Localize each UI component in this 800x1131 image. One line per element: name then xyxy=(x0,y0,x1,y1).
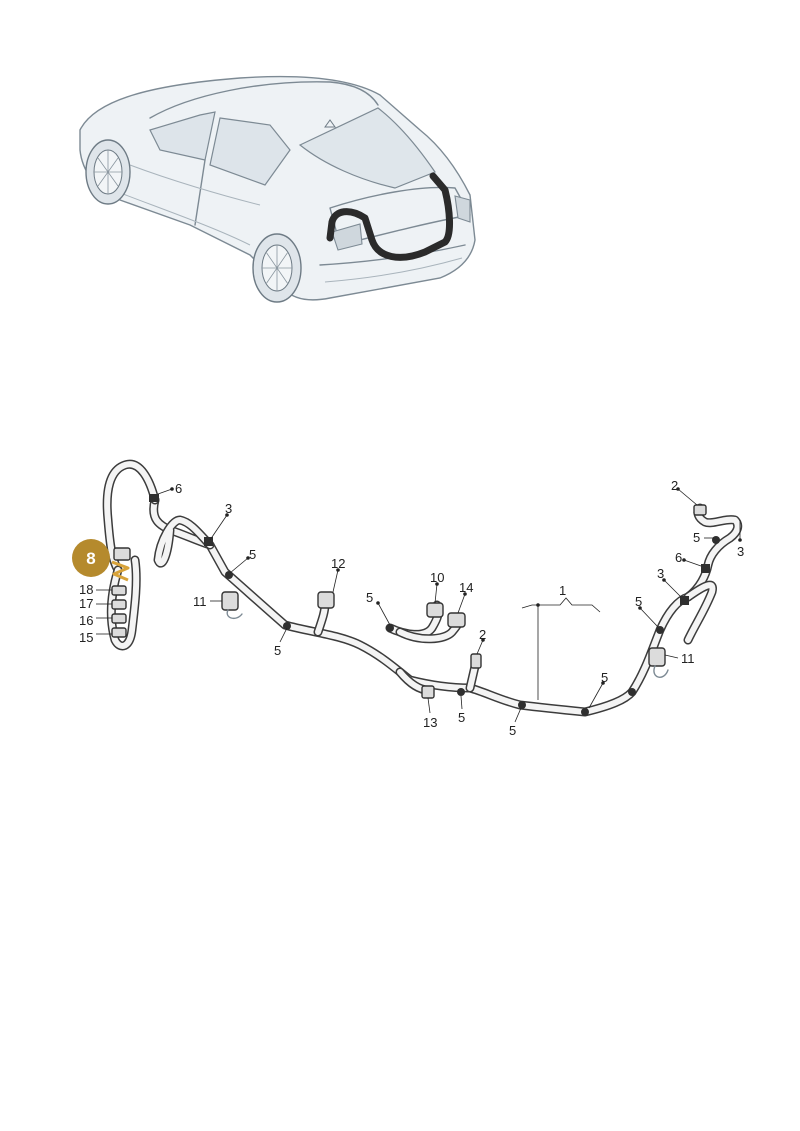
connector-18 xyxy=(111,585,127,596)
callout-3: 3 xyxy=(225,501,232,516)
clip-5 xyxy=(518,701,526,709)
car-harness-highlight xyxy=(326,172,453,261)
clip-5 xyxy=(656,626,664,634)
connector-16 xyxy=(111,613,127,624)
callout-10: 10 xyxy=(430,570,444,585)
connector-15 xyxy=(111,627,127,638)
side-window-front xyxy=(149,111,216,161)
callout-5: 5 xyxy=(458,710,465,725)
callout-18: 18 xyxy=(79,582,93,597)
callout-3: 3 xyxy=(737,544,744,559)
car-roof xyxy=(149,81,379,119)
clip-3 xyxy=(204,537,213,546)
callout-5: 5 xyxy=(693,530,700,545)
tail-lamp-left xyxy=(331,223,363,251)
callout-2: 2 xyxy=(671,478,678,493)
connector-8 xyxy=(113,547,131,561)
highlight-badge-circle xyxy=(72,539,110,577)
connector-2-center xyxy=(470,653,482,669)
sensor-11-right xyxy=(648,647,666,667)
harness-assembly xyxy=(102,459,743,717)
callout-11: 11 xyxy=(193,594,207,609)
tail-lamp-right xyxy=(454,195,471,223)
sensor-11-left-bracket xyxy=(226,609,243,620)
callout-11: 11 xyxy=(681,651,695,666)
sensor-11-right-bracket xyxy=(653,665,669,678)
callout-16: 16 xyxy=(79,613,93,628)
connector-17 xyxy=(111,599,127,610)
clip-5 xyxy=(225,571,233,579)
bumper-lower xyxy=(324,257,463,283)
connector-10 xyxy=(426,602,444,618)
callout-6: 6 xyxy=(175,481,182,496)
connector-14 xyxy=(447,612,466,628)
clip-6 xyxy=(701,564,710,573)
side-crease xyxy=(129,164,261,206)
clip-3 xyxy=(680,596,689,605)
front-wheel xyxy=(85,139,131,205)
rear-window xyxy=(298,107,436,189)
clip-6 xyxy=(149,494,159,502)
callout-12: 12 xyxy=(331,556,345,571)
sensor-11-left xyxy=(221,591,239,611)
door-seam xyxy=(194,159,206,226)
callout-15: 15 xyxy=(79,630,93,645)
clip-5 xyxy=(283,622,291,630)
clip-5 xyxy=(457,688,465,696)
part-8-harness-accent xyxy=(111,560,130,582)
side-window-rear xyxy=(209,117,291,186)
highlight-badge-8[interactable]: 8 xyxy=(72,539,110,577)
callout-6: 6 xyxy=(675,550,682,565)
clip-5 xyxy=(712,536,720,544)
callout-5: 5 xyxy=(366,590,373,605)
highlight-badge-number: 8 xyxy=(86,549,95,568)
callout-labels: 6 3 5 11 18 17 16 15 5 12 5 10 14 2 13 5… xyxy=(79,478,744,738)
callout-5: 5 xyxy=(509,723,516,738)
roof-antenna xyxy=(324,119,336,128)
callout-1: 1 xyxy=(559,583,566,598)
callout-2: 2 xyxy=(479,627,486,642)
clip-5 xyxy=(386,624,394,632)
leader-lines xyxy=(96,487,742,723)
connector-13 xyxy=(421,685,435,699)
callout-14: 14 xyxy=(459,580,473,595)
rear-wheel xyxy=(252,233,302,303)
clip-5 xyxy=(581,708,589,716)
callout-13: 13 xyxy=(423,715,437,730)
connector-12 xyxy=(317,591,335,609)
clip-5 xyxy=(628,688,636,696)
connector-2-right xyxy=(693,504,707,516)
callout-5: 5 xyxy=(635,594,642,609)
callout-5: 5 xyxy=(274,643,281,658)
car-illustration xyxy=(79,75,476,303)
callout-3: 3 xyxy=(657,566,664,581)
callout-5: 5 xyxy=(601,670,608,685)
callout-5: 5 xyxy=(249,547,256,562)
callout-17: 17 xyxy=(79,596,93,611)
